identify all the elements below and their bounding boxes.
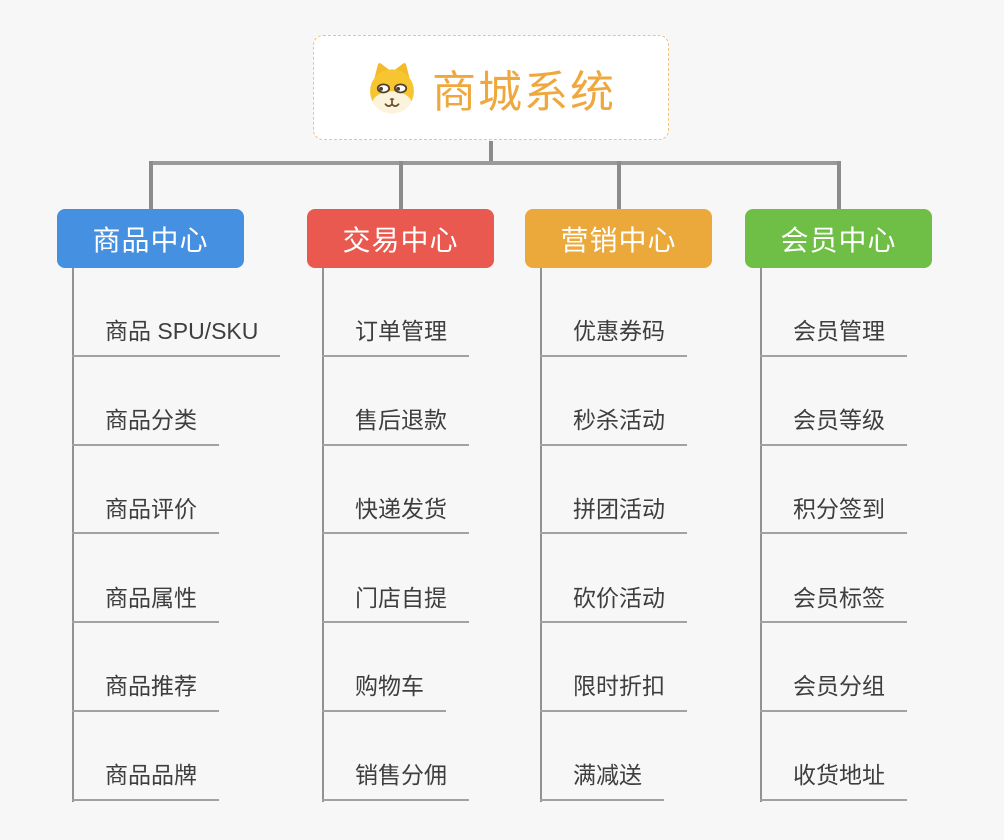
root-title: 商城系统 [432, 67, 616, 117]
leaf-node[interactable]: 商品评价 [72, 496, 219, 535]
leaf-list: 会员管理 会员等级 积分签到 会员标签 会员分组 收货地址 [760, 268, 907, 801]
branch-node-marketing-center[interactable]: 营销中心 [525, 209, 712, 268]
leaf-node[interactable]: 门店自提 [322, 585, 469, 624]
column-connector-line [760, 268, 762, 802]
column-connector-line [322, 268, 324, 802]
branch-trade-center: 交易中心 订单管理 售后退款 快递发货 门店自提 购物车 销售分佣 [307, 209, 494, 802]
column-connector-line [540, 268, 542, 802]
leaf-node[interactable]: 订单管理 [322, 318, 469, 357]
leaf-node[interactable]: 优惠券码 [540, 318, 687, 357]
leaf-node[interactable]: 会员管理 [760, 318, 907, 357]
branch-connector-drop [149, 161, 153, 210]
branch-connector-drop [837, 161, 841, 210]
branch-node-product-center[interactable]: 商品中心 [57, 209, 244, 268]
leaf-node[interactable]: 收货地址 [760, 762, 907, 801]
branch-member-center: 会员中心 会员管理 会员等级 积分签到 会员标签 会员分组 收货地址 [745, 209, 932, 802]
leaf-node[interactable]: 快递发货 [322, 496, 469, 535]
leaf-node[interactable]: 会员等级 [760, 407, 907, 446]
leaf-node[interactable]: 会员标签 [760, 585, 907, 624]
leaf-node[interactable]: 销售分佣 [322, 762, 469, 801]
branch-product-center: 商品中心 商品 SPU/SKU 商品分类 商品评价 商品属性 商品推荐 商品品牌 [57, 209, 281, 802]
leaf-node[interactable]: 秒杀活动 [540, 407, 687, 446]
leaf-node[interactable]: 商品分类 [72, 407, 219, 446]
branch-connector-drop [617, 161, 621, 210]
leaf-node[interactable]: 满减送 [540, 762, 664, 801]
leaf-list: 优惠券码 秒杀活动 拼团活动 砍价活动 限时折扣 满减送 [540, 268, 687, 801]
column-connector-line [72, 268, 74, 802]
leaf-node[interactable]: 积分签到 [760, 496, 907, 535]
leaf-list: 订单管理 售后退款 快递发货 门店自提 购物车 销售分佣 [322, 268, 469, 801]
root-connector-stem [489, 141, 493, 165]
leaf-node[interactable]: 拼团活动 [540, 496, 687, 535]
branch-connector-drop [399, 161, 403, 210]
root-node[interactable]: 商城系统 [313, 35, 669, 140]
leaf-list: 商品 SPU/SKU 商品分类 商品评价 商品属性 商品推荐 商品品牌 [72, 268, 281, 801]
leaf-node[interactable]: 限时折扣 [540, 673, 687, 712]
leaf-node[interactable]: 购物车 [322, 673, 446, 712]
leaf-node[interactable]: 售后退款 [322, 407, 469, 446]
leaf-node[interactable]: 商品属性 [72, 585, 219, 624]
branch-node-member-center[interactable]: 会员中心 [745, 209, 932, 268]
branch-connector-bus [149, 161, 841, 165]
leaf-node[interactable]: 商品推荐 [72, 673, 219, 712]
branch-node-trade-center[interactable]: 交易中心 [307, 209, 494, 268]
dog-face-icon [370, 62, 414, 113]
branch-marketing-center: 营销中心 优惠券码 秒杀活动 拼团活动 砍价活动 限时折扣 满减送 [525, 209, 712, 802]
leaf-node[interactable]: 砍价活动 [540, 585, 687, 624]
leaf-node[interactable]: 商品品牌 [72, 762, 219, 801]
leaf-node[interactable]: 会员分组 [760, 673, 907, 712]
leaf-node[interactable]: 商品 SPU/SKU [72, 318, 281, 357]
